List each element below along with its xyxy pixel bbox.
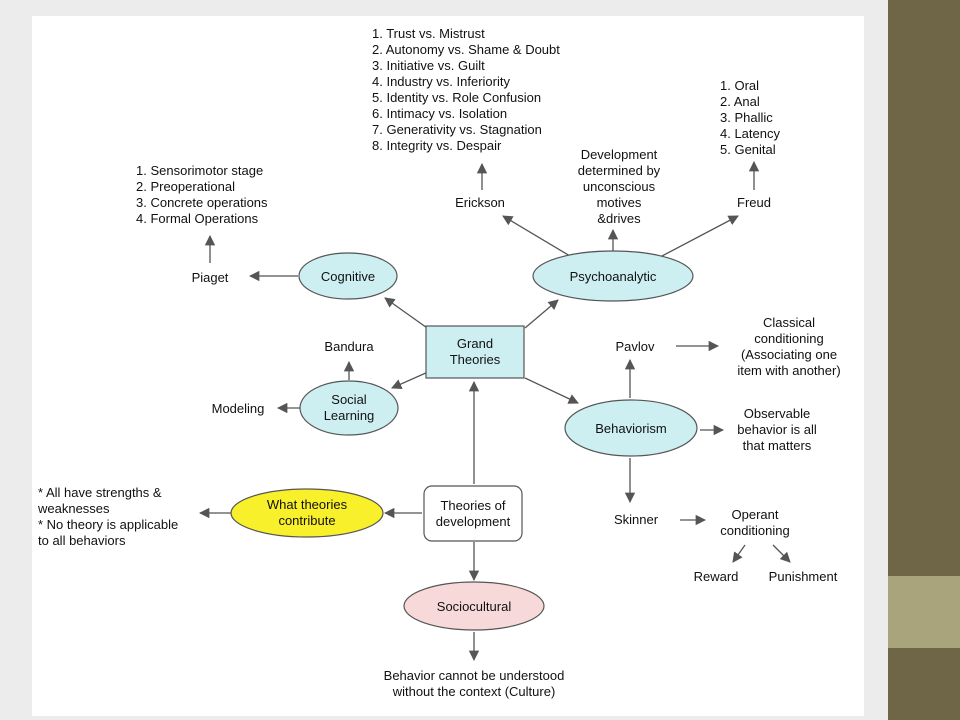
label-skinner: Skinner	[614, 512, 659, 527]
piaget-stage-3: 3. Concrete operations	[136, 195, 268, 210]
freud-stage-1: 1. Oral	[720, 78, 759, 93]
note-development-determined: Development determined by unconscious mo…	[578, 147, 661, 226]
note-observable-behavior: Observable behavior is all that matters	[737, 406, 817, 453]
edge-operant-to-punishment	[772, 544, 791, 563]
edge-psycho-to-erickson	[502, 215, 571, 257]
edges	[198, 160, 791, 662]
development-line-2: determined by	[578, 163, 661, 178]
contributions-line-1: * All have strengths &	[38, 485, 162, 500]
node-cognitive: Cognitive	[298, 252, 398, 300]
what-theories-contribute-line-1: What theories	[267, 497, 348, 512]
operant-line-1: Operant	[732, 507, 779, 522]
side-bar-middle	[888, 576, 960, 648]
erickson-stage-1: 1. Trust vs. Mistrust	[372, 26, 485, 41]
operant-line-2: conditioning	[720, 523, 789, 538]
freud-stage-4: 4. Latency	[720, 126, 780, 141]
node-theories-of-development: Theories of development	[423, 485, 523, 542]
label-freud: Freud	[737, 195, 771, 210]
social-learning-line-1: Social	[331, 392, 367, 407]
psychoanalytic-label: Psychoanalytic	[570, 269, 657, 284]
sociocultural-note-line-2: without the context (Culture)	[392, 684, 556, 699]
label-pavlov: Pavlov	[615, 339, 655, 354]
erickson-stage-6: 6. Intimacy vs. Isolation	[372, 106, 507, 121]
note-contributions: * All have strengths & weaknesses * No t…	[37, 485, 178, 548]
piaget-stage-4: 4. Formal Operations	[136, 211, 259, 226]
side-bar-top	[888, 0, 960, 576]
sociocultural-label: Sociocultural	[437, 599, 512, 614]
list-freud-stages: 1. Oral 2. Anal 3. Phallic 4. Latency 5.…	[720, 78, 780, 157]
node-social-learning: Social Learning	[299, 380, 399, 436]
node-psychoanalytic: Psychoanalytic	[532, 250, 694, 302]
development-line-5: &drives	[597, 211, 641, 226]
behaviorism-label: Behaviorism	[595, 421, 667, 436]
freud-stage-5: 5. Genital	[720, 142, 776, 157]
erickson-stage-5: 5. Identity vs. Role Confusion	[372, 90, 541, 105]
side-bar-bottom	[888, 648, 960, 720]
development-line-1: Development	[581, 147, 658, 162]
label-bandura: Bandura	[324, 339, 374, 354]
theories-of-development-line-2: development	[436, 514, 511, 529]
list-piaget-stages: 1. Sensorimotor stage 2. Preoperational …	[136, 163, 268, 226]
edge-grand-to-behaviorism	[524, 377, 579, 404]
development-line-3: unconscious	[583, 179, 656, 194]
note-sociocultural: Behavior cannot be understood without th…	[384, 668, 565, 699]
node-sociocultural: Sociocultural	[403, 581, 545, 631]
node-grand-theories: Grand Theories	[425, 325, 525, 379]
classical-line-3: (Associating one	[741, 347, 837, 362]
development-line-4: motives	[597, 195, 642, 210]
observable-line-1: Observable	[744, 406, 810, 421]
freud-stage-2: 2. Anal	[720, 94, 760, 109]
erickson-stage-8: 8. Integrity vs. Despair	[372, 138, 502, 153]
contributions-line-3: * No theory is applicable	[38, 517, 178, 532]
label-erickson: Erickson	[455, 195, 505, 210]
edge-grand-to-cognitive	[384, 297, 431, 331]
label-punishment: Punishment	[769, 569, 838, 584]
classical-line-4: item with another)	[737, 363, 840, 378]
grand-theories-line-2: Theories	[450, 352, 501, 367]
contributions-line-2: weaknesses	[37, 501, 110, 516]
piaget-stage-1: 1. Sensorimotor stage	[136, 163, 263, 178]
edge-grand-to-psychoanalytic	[524, 299, 559, 329]
label-piaget: Piaget	[192, 270, 229, 285]
edge-grand-to-social-learning	[391, 371, 429, 389]
erickson-stage-7: 7. Generativity vs. Stagnation	[372, 122, 542, 137]
grand-theories-line-1: Grand	[457, 336, 493, 351]
erickson-stage-4: 4. Industry vs. Inferiority	[372, 74, 510, 89]
cognitive-label: Cognitive	[321, 269, 375, 284]
erickson-stage-3: 3. Initiative vs. Guilt	[372, 58, 485, 73]
sociocultural-note-line-1: Behavior cannot be understood	[384, 668, 565, 683]
erickson-stage-2: 2. Autonomy vs. Shame & Doubt	[372, 42, 560, 57]
node-what-theories-contribute: What theories contribute	[230, 488, 384, 538]
observable-line-2: behavior is all	[737, 422, 817, 437]
piaget-stage-2: 2. Preoperational	[136, 179, 235, 194]
note-classical-conditioning: Classical conditioning (Associating one …	[737, 315, 840, 378]
edge-psycho-to-freud	[661, 215, 739, 257]
freud-stage-3: 3. Phallic	[720, 110, 773, 125]
label-reward: Reward	[694, 569, 739, 584]
note-operant-conditioning: Operant conditioning	[720, 507, 789, 538]
classical-line-2: conditioning	[754, 331, 823, 346]
social-learning-line-2: Learning	[324, 408, 375, 423]
node-behaviorism: Behaviorism	[564, 399, 698, 457]
classical-line-1: Classical	[763, 315, 815, 330]
contributions-line-4: to all behaviors	[38, 533, 126, 548]
theories-of-development-line-1: Theories of	[440, 498, 505, 513]
edge-operant-to-reward	[732, 544, 746, 563]
list-erickson-stages: 1. Trust vs. Mistrust 2. Autonomy vs. Sh…	[372, 26, 560, 153]
what-theories-contribute-line-2: contribute	[278, 513, 335, 528]
observable-line-3: that matters	[743, 438, 812, 453]
label-modeling: Modeling	[212, 401, 265, 416]
